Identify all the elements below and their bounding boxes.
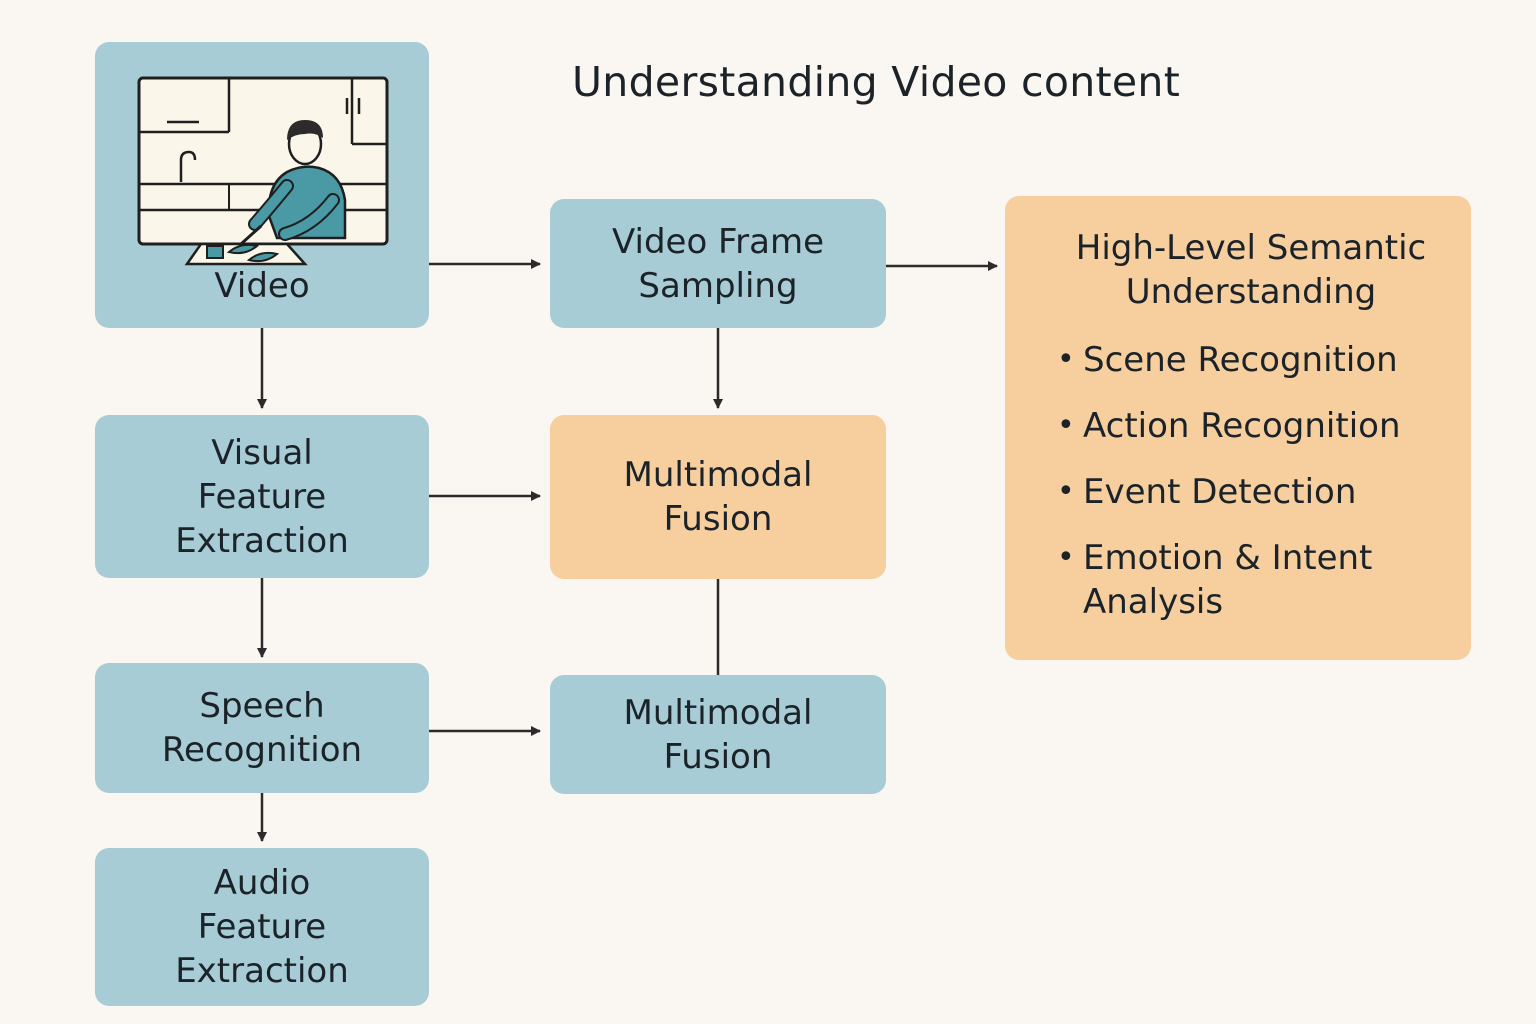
semantic-understanding-node: High-Level Semantic Understanding • Scen…: [1005, 196, 1471, 660]
semantic-item-text: Analysis: [1083, 582, 1224, 622]
audio-feature-label-line: Audio: [213, 863, 311, 903]
speech-label-line: Speech: [199, 686, 325, 726]
video-label: Video: [214, 266, 310, 306]
audio-feature-label-line: Feature: [197, 907, 327, 947]
semantic-list-item: • Event Detection: [1057, 470, 1457, 514]
bullet-icon: •: [1057, 408, 1075, 443]
audio-feature-extraction-node: Audio Feature Extraction: [95, 848, 429, 1006]
visual-feature-label-line: Visual: [211, 432, 313, 473]
semantic-item-text: Action Recognition: [1083, 406, 1401, 446]
frame-sampling-node: Video Frame Sampling: [550, 199, 886, 328]
fusion-blue-label-line: Multimodal: [623, 692, 813, 733]
semantic-item-text: Emotion & Intent: [1083, 538, 1373, 578]
video-node: Video: [95, 42, 429, 328]
frame-sampling-label-line: Video Frame: [611, 221, 824, 262]
bullet-icon: •: [1057, 474, 1075, 509]
frame-sampling-label-line: Sampling: [638, 265, 798, 306]
semantic-list-item: • Emotion & Intent Analysis: [1057, 536, 1457, 624]
semantic-title: High-Level Semantic Understanding: [1005, 226, 1471, 314]
visual-feature-label-line: Feature: [197, 476, 327, 517]
speech-label-line: Recognition: [161, 730, 363, 770]
video-thumbnail-icon: [137, 76, 389, 266]
semantic-title-line: Understanding: [1125, 272, 1377, 312]
multimodal-fusion-orange-node: Multimodal Fusion: [550, 415, 886, 579]
speech-recognition-node: Speech Recognition: [95, 663, 429, 793]
visual-feature-extraction-node: Visual Feature Extraction: [95, 415, 429, 578]
semantic-list-item: • Scene Recognition: [1057, 338, 1457, 382]
multimodal-fusion-blue-node: Multimodal Fusion: [550, 675, 886, 794]
bullet-icon: •: [1057, 540, 1075, 575]
semantic-item-text: Event Detection: [1083, 472, 1357, 512]
visual-feature-label-line: Extraction: [175, 520, 349, 561]
fusion-orange-label-line: Fusion: [663, 499, 773, 539]
audio-feature-label-line: Extraction: [175, 951, 349, 991]
semantic-title-line: High-Level Semantic: [1075, 228, 1427, 268]
bullet-icon: •: [1057, 342, 1075, 377]
diagram-title: Understanding Video content: [572, 58, 1181, 106]
fusion-orange-label-line: Multimodal: [623, 455, 813, 495]
semantic-list-item: • Action Recognition: [1057, 404, 1457, 448]
semantic-item-text: Scene Recognition: [1083, 340, 1398, 380]
semantic-list: • Scene Recognition • Action Recognition…: [1057, 338, 1457, 646]
fusion-blue-label-line: Fusion: [663, 736, 773, 777]
